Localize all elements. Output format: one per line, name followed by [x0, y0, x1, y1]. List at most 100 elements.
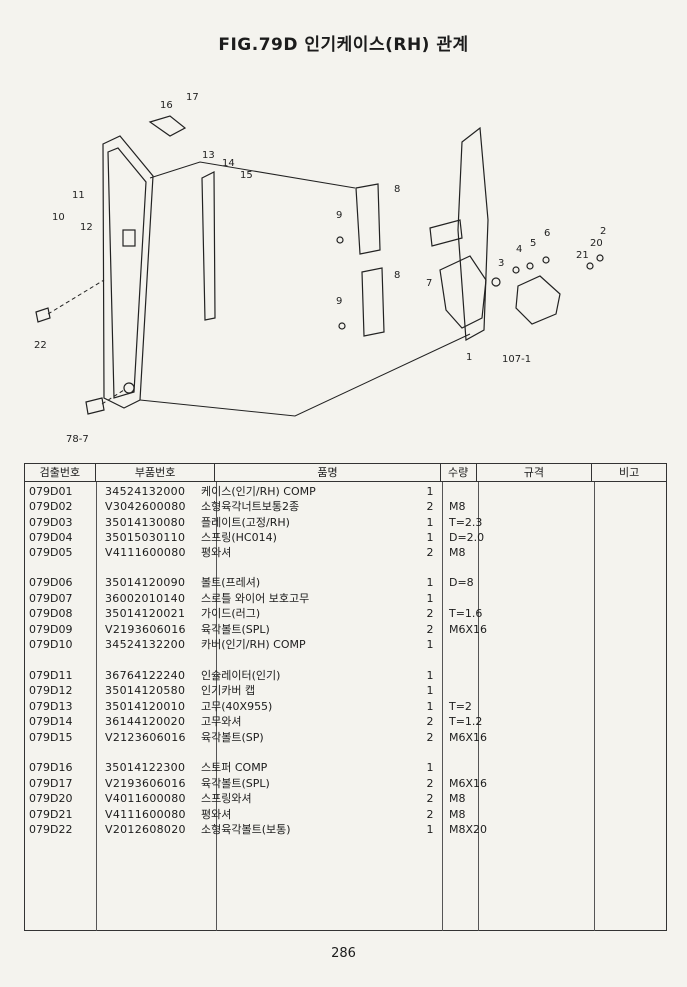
cell-spec: T=2.3 [449, 516, 483, 529]
callout: 12 [80, 222, 93, 233]
cell-qty: 1 [426, 823, 434, 836]
cell-part: 35014120090 [105, 576, 186, 589]
column-divider [96, 482, 97, 931]
cell-part: 36144120020 [105, 715, 186, 728]
callout: 17 [186, 92, 199, 103]
cell-part: 35014122300 [105, 761, 186, 774]
cell-qty: 1 [426, 684, 434, 697]
column-divider [594, 482, 595, 931]
cell-qty: 2 [426, 808, 434, 821]
cell-qty: 2 [426, 715, 434, 728]
cell-spec: D=8 [449, 576, 474, 589]
assembly-line [47, 279, 105, 315]
cell-part: 35014130080 [105, 516, 186, 529]
bolt-9-lower [338, 322, 346, 330]
cell-spec: M8X20 [449, 823, 488, 836]
cell-part: 34524132000 [105, 485, 186, 498]
cell-code: 079D01 [29, 485, 73, 498]
column-divider [442, 482, 443, 931]
cell-code: 079D04 [29, 531, 73, 544]
cell-qty: 1 [426, 485, 434, 498]
callout: 13 [202, 150, 215, 161]
cell-name: 평와셔 [201, 808, 232, 821]
cell-code: 079D16 [29, 761, 73, 774]
cell-spec: M8 [449, 808, 466, 821]
callout: 8 [394, 184, 400, 195]
cell-qty: 2 [426, 792, 434, 805]
cell-code: 079D03 [29, 516, 73, 529]
cell-name: 육각볼트(SP) [201, 731, 264, 744]
cell-part: V2123606016 [105, 731, 186, 744]
cell-spec: M8 [449, 500, 466, 513]
cell-code: 079D08 [29, 607, 73, 620]
cell-qty: 2 [426, 731, 434, 744]
cell-name: 플레이트(고정/RH) [201, 516, 290, 529]
callout: 21 [576, 250, 589, 261]
bolt-5 [526, 262, 534, 270]
cell-name: 케이스(인기/RH) COMP [201, 485, 316, 498]
cell-spec: D=2.0 [449, 531, 485, 544]
washer-6 [542, 256, 550, 264]
cell-code: 079D21 [29, 808, 73, 821]
cell-part: 36002010140 [105, 592, 186, 605]
cell-part: V4011600080 [105, 792, 186, 805]
cell-qty: 2 [426, 500, 434, 513]
page-title: FIG.79D 인기케이스(RH) 관계 [218, 35, 469, 55]
guide-lower [361, 267, 385, 337]
bolt-22 [35, 307, 51, 323]
table-header: 검출번호 부품번호 품명 수량 규격 비고 [25, 464, 666, 482]
cell-qty: 1 [426, 592, 434, 605]
cell-part: V4111600080 [105, 546, 186, 559]
callout: 78-7 [66, 434, 89, 445]
cell-spec: M6X16 [449, 623, 488, 636]
callout: 14 [222, 158, 235, 169]
header-cell: 검출번호 [25, 464, 96, 481]
callout: 9 [336, 210, 342, 221]
callout: 22 [34, 340, 47, 351]
header-cell: 품명 [215, 464, 441, 481]
cell-qty: 1 [426, 638, 434, 651]
case-rh [457, 126, 489, 341]
cell-name: 볼트(프레셔) [201, 576, 261, 589]
callout: 15 [240, 170, 253, 181]
cell-part: 35014120580 [105, 684, 186, 697]
page-number: 286 [331, 946, 356, 961]
bolt-78-7 [85, 397, 105, 415]
exploded-parts-diagram: 16 17 13 14 15 11 10 12 22 78-7 8 9 8 9 … [0, 80, 687, 460]
cell-code: 079D22 [29, 823, 73, 836]
callout: 2 [600, 226, 606, 237]
cell-name: 스토퍼 COMP [201, 761, 268, 774]
cell-code: 079D10 [29, 638, 73, 651]
cell-part: V2012608020 [105, 823, 186, 836]
cell-qty: 2 [426, 607, 434, 620]
callout: 10 [52, 212, 65, 223]
plate-3 [491, 277, 501, 287]
cell-part: 36764122240 [105, 669, 186, 682]
callout: 8 [394, 270, 400, 281]
cell-code: 079D06 [29, 576, 73, 589]
stopper [515, 275, 561, 325]
cell-name: 육각볼트(SPL) [201, 623, 270, 636]
cell-code: 079D14 [29, 715, 73, 728]
bolt-9-upper [336, 236, 344, 244]
header-cell: 규격 [477, 464, 593, 481]
assembly-line [149, 161, 356, 189]
cell-spec: M6X16 [449, 777, 488, 790]
cell-code: 079D12 [29, 684, 73, 697]
cell-name: 고무와셔 [201, 715, 242, 728]
bracket-16 [148, 115, 187, 137]
cell-name: 소형육각너트보통2종 [201, 500, 300, 513]
cover-hole [123, 382, 135, 394]
